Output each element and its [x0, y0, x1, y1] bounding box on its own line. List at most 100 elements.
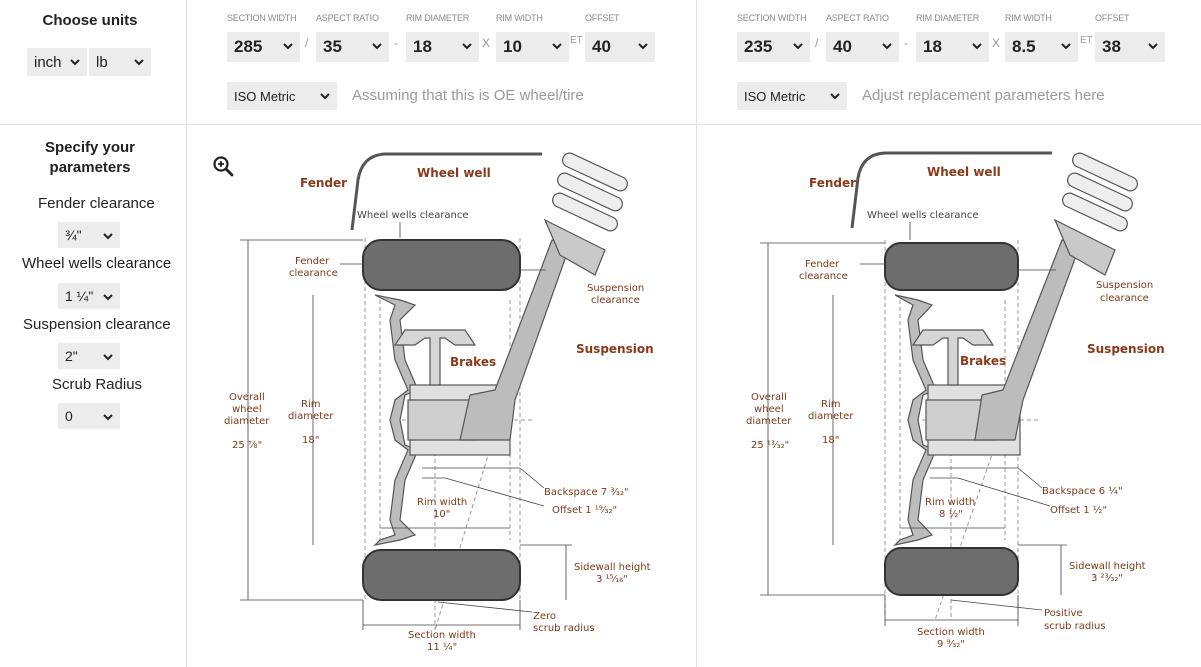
- divider-header: [0, 124, 1201, 125]
- left-standard-select[interactable]: ISO Metric: [227, 82, 337, 110]
- spring-coil-3: [1062, 192, 1128, 232]
- sep-dash: -: [904, 36, 908, 50]
- divider-middle: [696, 0, 697, 667]
- specify-title-line2: parameters: [49, 159, 131, 176]
- right-rim-diameter-select[interactable]: 18: [916, 32, 989, 62]
- fender-label: Fender: [809, 176, 856, 190]
- backspace-label: Backspace 6 ¼": [1042, 485, 1123, 497]
- wheel-wells-clearance-value: 1 ¼": [65, 288, 94, 304]
- sep-slash: /: [815, 36, 819, 50]
- weight-unit-value: lb: [96, 53, 108, 71]
- left-section-width-select[interactable]: 285: [227, 32, 300, 62]
- overall-label-3: diameter: [224, 416, 270, 427]
- label-rim-diameter: RIM DIAMETER: [916, 13, 980, 23]
- chevron-down-icon: [320, 93, 330, 100]
- right-rim-width-select[interactable]: 8.5: [1005, 32, 1078, 62]
- spring-coil-1: [1072, 152, 1138, 192]
- left-aspect-ratio-select[interactable]: 35: [316, 32, 389, 62]
- left-offset-select[interactable]: 40: [585, 32, 655, 62]
- scrub-leader: [950, 599, 1043, 611]
- fender-clearance-value: ¾": [65, 227, 82, 243]
- scrub-radius-value: 0: [65, 408, 73, 424]
- chevron-down-icon: [793, 43, 803, 50]
- rim-width-value: 10": [433, 509, 450, 520]
- chevron-down-icon: [283, 43, 293, 50]
- wheel-well-arch: [350, 152, 542, 231]
- rim-diameter-value: 18": [302, 435, 319, 446]
- suspension-clearance-label: Suspension clearance: [23, 316, 171, 333]
- chevron-down-icon: [638, 43, 648, 50]
- tire-top: [362, 239, 521, 291]
- suspension-clearance-label-2: clearance: [1100, 293, 1149, 304]
- offset-leader: [957, 477, 1051, 507]
- units-title: Choose units: [42, 12, 138, 29]
- sidewall-value: 3 ²³⁄₃₂": [1091, 573, 1123, 584]
- brake-caliper: [911, 329, 995, 386]
- wheel-well-label: Wheel well: [927, 165, 1001, 179]
- tire-bottom: [362, 549, 521, 601]
- wheel-well-arch: [850, 151, 1052, 229]
- brake-caliper: [393, 329, 477, 386]
- suspension-clearance-value: 2": [65, 348, 78, 364]
- left-rim-width-select[interactable]: 10: [496, 32, 569, 62]
- overall-label-3: diameter: [746, 416, 792, 427]
- zoom-in-icon[interactable]: [212, 155, 234, 177]
- left-hint: Assuming that this is OE wheel/tire: [352, 87, 584, 104]
- right-aspect-ratio-value: 40: [833, 37, 852, 56]
- backspace-leader: [519, 467, 545, 489]
- chevron-down-icon: [134, 59, 144, 66]
- suspension-clearance-label-2: clearance: [591, 295, 640, 306]
- suspension-label: Suspension: [576, 342, 654, 356]
- chevron-down-icon: [103, 233, 113, 240]
- sidewall-label: Sidewall height: [574, 562, 651, 573]
- weight-unit-select[interactable]: lb: [89, 48, 151, 76]
- chevron-down-icon: [103, 414, 113, 421]
- scrub-label-2: scrub radius: [533, 623, 595, 634]
- rim-profile: [893, 294, 937, 547]
- scrub-radius-select[interactable]: 0: [58, 403, 120, 429]
- rim-diameter-label-1: Rim: [821, 399, 840, 410]
- scrub-radius-label: Scrub Radius: [52, 376, 143, 393]
- label-rim-width: RIM WIDTH: [1005, 13, 1052, 23]
- wheel-wells-clearance-label: Wheel wells clearance: [22, 255, 172, 272]
- wheel-wells-clearance-label: Wheel wells clearance: [867, 210, 979, 221]
- rim-diameter-label-2: diameter: [808, 411, 854, 422]
- length-unit-select[interactable]: inch: [27, 48, 87, 76]
- right-aspect-ratio-select[interactable]: 40: [826, 32, 899, 62]
- left-rim-diameter-value: 18: [413, 37, 432, 56]
- right-offset-select[interactable]: 38: [1095, 32, 1165, 62]
- offset-label: Offset 1 ½": [1050, 504, 1107, 516]
- suspension-label: Suspension: [1087, 342, 1165, 356]
- section-width-value: 11 ¼": [427, 641, 457, 653]
- chevron-down-icon: [103, 354, 113, 361]
- chevron-down-icon: [830, 93, 840, 100]
- spring-coil-1: [562, 152, 628, 192]
- section-width-label: Section width: [408, 630, 476, 641]
- left-aspect-ratio-value: 35: [323, 37, 342, 56]
- specify-title-line1: Specify your: [44, 139, 136, 156]
- rim-diameter-value: 18": [822, 435, 839, 446]
- tire-bottom: [884, 547, 1019, 596]
- fender-clearance-label-1: Fender: [805, 259, 840, 270]
- section-width-value: 9 ⁹⁄₃₂": [937, 639, 965, 650]
- chevron-down-icon: [103, 294, 113, 301]
- left-section-width-value: 285: [234, 37, 263, 56]
- right-section-width-value: 235: [744, 37, 773, 56]
- scrub-label-2: scrub radius: [1044, 621, 1106, 632]
- wheel-well-label: Wheel well: [417, 166, 491, 180]
- left-rim-diameter-select[interactable]: 18: [406, 32, 479, 62]
- spring-coil-2: [557, 172, 623, 212]
- suspension-clearance-select[interactable]: 2": [58, 343, 120, 369]
- rim-width-label: Rim width: [925, 497, 975, 508]
- chevron-down-icon: [882, 43, 892, 50]
- chevron-down-icon: [372, 43, 382, 50]
- overall-value: 25 ⅞": [232, 440, 262, 451]
- right-standard-select[interactable]: ISO Metric: [737, 82, 847, 110]
- label-aspect-ratio: ASPECT RATIO: [826, 13, 889, 23]
- rim-diameter-label-2: diameter: [288, 411, 334, 422]
- right-section-width-select[interactable]: 235: [737, 32, 810, 62]
- wheel-wells-clearance-select[interactable]: 1 ¼": [58, 283, 120, 309]
- offset-label: Offset 1 ¹⁹⁄₃₂": [552, 505, 617, 516]
- fender-clearance-select[interactable]: ¾": [58, 222, 120, 248]
- label-section-width: SECTION WIDTH: [227, 13, 297, 23]
